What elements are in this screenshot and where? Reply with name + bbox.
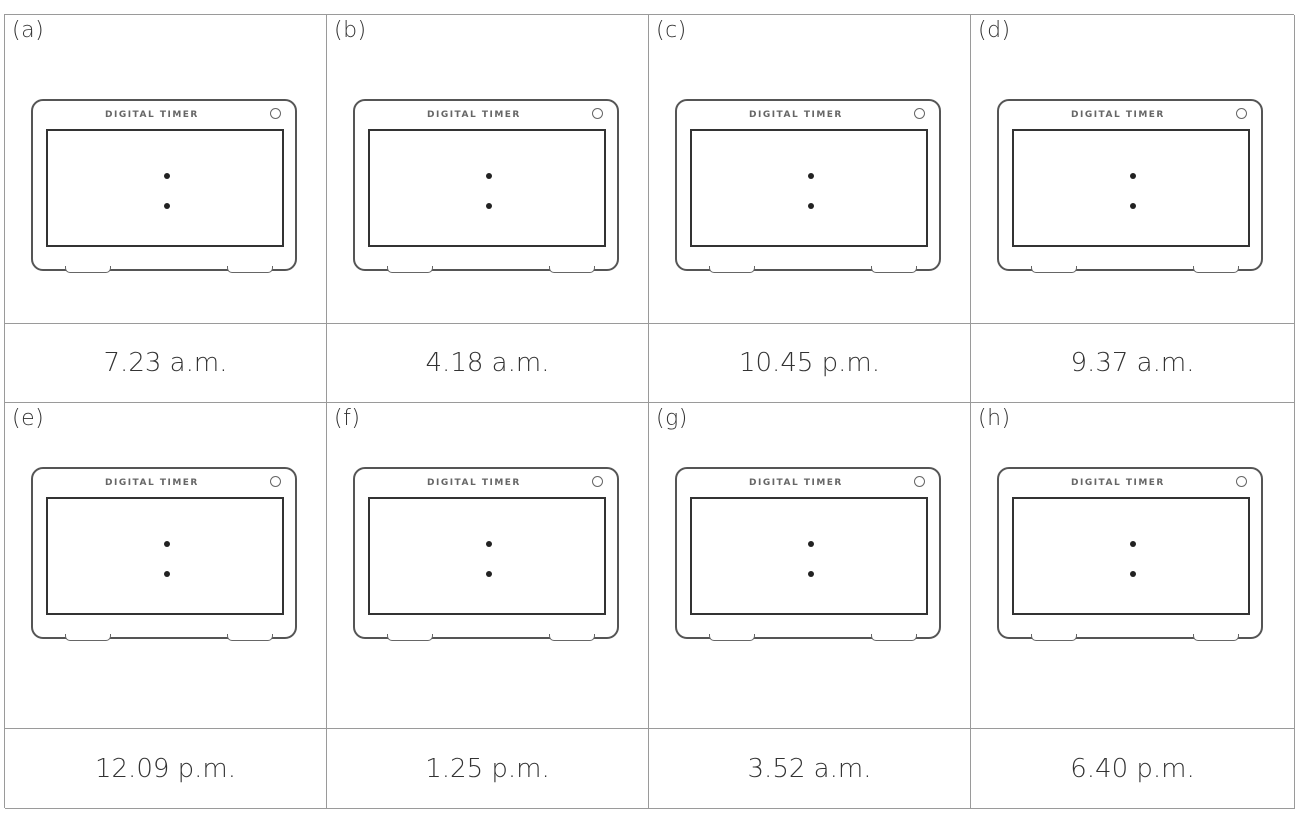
item-letter: (f)	[334, 406, 361, 431]
knob-icon	[270, 476, 281, 487]
item-letter: (a)	[12, 18, 45, 43]
timer-screen	[690, 129, 928, 247]
time-label: 9.37 a.m.	[1070, 348, 1195, 378]
timer-title: DIGITAL TIMER	[105, 110, 199, 120]
time-cell-e: 12.09 p.m.	[5, 729, 327, 809]
time-label: 10.45 p.m.	[738, 348, 881, 378]
time-label: 12.09 p.m.	[94, 753, 237, 784]
timer-screen	[46, 497, 284, 615]
digital-timer-icon: DIGITAL TIMER	[31, 99, 297, 273]
time-label: 3.52 a.m.	[747, 753, 872, 784]
time-cell-f: 1.25 p.m.	[327, 729, 649, 809]
digital-timer-icon: DIGITAL TIMER	[353, 99, 619, 273]
timer-screen	[368, 497, 606, 615]
timer-cell-a: (a) DIGITAL TIMER	[5, 15, 327, 324]
timer-cell-d: (d) DIGITAL TIMER	[971, 15, 1295, 324]
time-cell-h: 6.40 p.m.	[971, 729, 1295, 809]
knob-icon	[914, 476, 925, 487]
timer-title: DIGITAL TIMER	[749, 478, 843, 488]
item-letter: (b)	[334, 18, 367, 43]
timer-cell-g: (g) DIGITAL TIMER	[649, 403, 971, 729]
time-cell-d: 9.37 a.m.	[971, 324, 1295, 403]
knob-icon	[592, 108, 603, 119]
knob-icon	[1236, 108, 1247, 119]
knob-icon	[914, 108, 925, 119]
time-cell-g: 3.52 a.m.	[649, 729, 971, 809]
timer-cell-b: (b) DIGITAL TIMER	[327, 15, 649, 324]
timer-title: DIGITAL TIMER	[427, 478, 521, 488]
digital-timer-icon: DIGITAL TIMER	[353, 467, 619, 641]
time-label: 6.40 p.m.	[1070, 753, 1195, 784]
digital-timer-icon: DIGITAL TIMER	[31, 467, 297, 641]
timer-cell-c: (c) DIGITAL TIMER	[649, 15, 971, 324]
timer-screen	[368, 129, 606, 247]
timer-cell-f: (f) DIGITAL TIMER	[327, 403, 649, 729]
time-label: 7.23 a.m.	[103, 348, 228, 378]
time-cell-a: 7.23 a.m.	[5, 324, 327, 403]
digital-timer-icon: DIGITAL TIMER	[675, 467, 941, 641]
timer-screen	[1012, 497, 1250, 615]
time-label: 1.25 p.m.	[425, 753, 550, 784]
knob-icon	[592, 476, 603, 487]
item-letter: (e)	[12, 406, 45, 431]
knob-icon	[270, 108, 281, 119]
item-letter: (h)	[978, 406, 1011, 431]
time-label: 4.18 a.m.	[425, 348, 550, 378]
timer-title: DIGITAL TIMER	[1071, 478, 1165, 488]
digital-timer-icon: DIGITAL TIMER	[997, 467, 1263, 641]
knob-icon	[1236, 476, 1247, 487]
item-letter: (c)	[656, 18, 687, 43]
digital-timer-icon: DIGITAL TIMER	[997, 99, 1263, 273]
timer-grid: (a) DIGITAL TIMER (b) DIGITAL TIMER (c) …	[4, 14, 1295, 809]
timer-cell-e: (e) DIGITAL TIMER	[5, 403, 327, 729]
timer-title: DIGITAL TIMER	[427, 110, 521, 120]
time-cell-b: 4.18 a.m.	[327, 324, 649, 403]
timer-cell-h: (h) DIGITAL TIMER	[971, 403, 1295, 729]
timer-screen	[690, 497, 928, 615]
item-letter: (g)	[656, 406, 688, 431]
digital-timer-icon: DIGITAL TIMER	[675, 99, 941, 273]
timer-title: DIGITAL TIMER	[1071, 110, 1165, 120]
timer-title: DIGITAL TIMER	[749, 110, 843, 120]
timer-screen	[1012, 129, 1250, 247]
time-cell-c: 10.45 p.m.	[649, 324, 971, 403]
timer-title: DIGITAL TIMER	[105, 478, 199, 488]
timer-screen	[46, 129, 284, 247]
item-letter: (d)	[978, 18, 1011, 43]
